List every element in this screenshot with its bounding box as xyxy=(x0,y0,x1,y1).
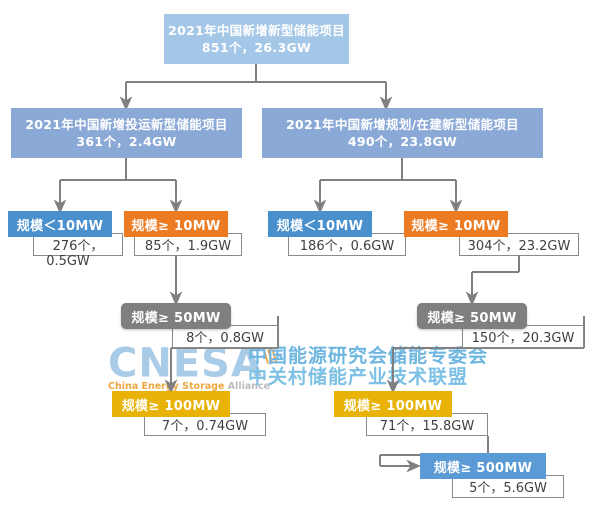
tag-ge-100mw-right: 规模≥ 100MW xyxy=(334,391,452,417)
value-box-lt10mw-right: 186个，0.6GW xyxy=(288,233,406,256)
node-title: 2021年中国新增规划/在建新型储能项目 xyxy=(286,116,519,132)
tag-ge-500mw-right: 规模≥ 500MW xyxy=(420,453,546,479)
node-value: 851个，26.3GW xyxy=(201,39,312,55)
value-box-ge10mw-right: 304个，23.2GW xyxy=(459,233,579,256)
cnesa-logo-mark: \\\ xyxy=(262,347,278,367)
value-box-ge50mw-left: 8个，0.8GW xyxy=(172,325,278,348)
node-value: 361个，2.4GW xyxy=(76,133,177,149)
node-title: 2021年中国新增投运新型储能项目 xyxy=(25,116,228,132)
node-title: 2021年中国新增新型储能项目 xyxy=(168,22,345,38)
node-root-total: 2021年中国新增新型储能项目 851个，26.3GW xyxy=(164,14,349,64)
tag-lt-10mw-right: 规模＜10MW xyxy=(268,211,372,237)
cnesa-chinese-watermark: 中国能源研究会储能专委会 中关村储能产业技术联盟 xyxy=(248,346,488,388)
node-operational-projects: 2021年中国新增投运新型储能项目 361个，2.4GW xyxy=(11,108,242,158)
tag-ge-50mw-right: 规模≥ 50MW xyxy=(417,303,527,329)
value-box-ge100mw-right: 71个，15.8GW xyxy=(366,413,488,436)
watermark-line-1: 中国能源研究会储能专委会 xyxy=(248,345,489,367)
node-value: 490个，23.8GW xyxy=(347,133,458,149)
value-box-lt10mw-left: 276个， 0.5GW xyxy=(33,233,123,269)
value-box-ge10mw-left: 85个，1.9GW xyxy=(134,233,242,256)
tag-ge-100mw-left: 规模≥ 100MW xyxy=(112,391,230,417)
node-planned-under-construction-projects: 2021年中国新增规划/在建新型储能项目 490个，23.8GW xyxy=(262,108,543,158)
tag-lt-10mw-left: 规模＜10MW xyxy=(8,211,112,237)
tag-ge-50mw-left: 规模≥ 50MW xyxy=(121,303,231,329)
tag-ge-10mw-left: 规模≥ 10MW xyxy=(124,211,228,237)
watermark-line-2: 中关村储能产业技术联盟 xyxy=(248,366,469,388)
value-line: 276个， xyxy=(52,239,104,254)
value-line-overflow: 0.5GW xyxy=(46,254,90,269)
tag-ge-10mw-right: 规模≥ 10MW xyxy=(404,211,508,237)
